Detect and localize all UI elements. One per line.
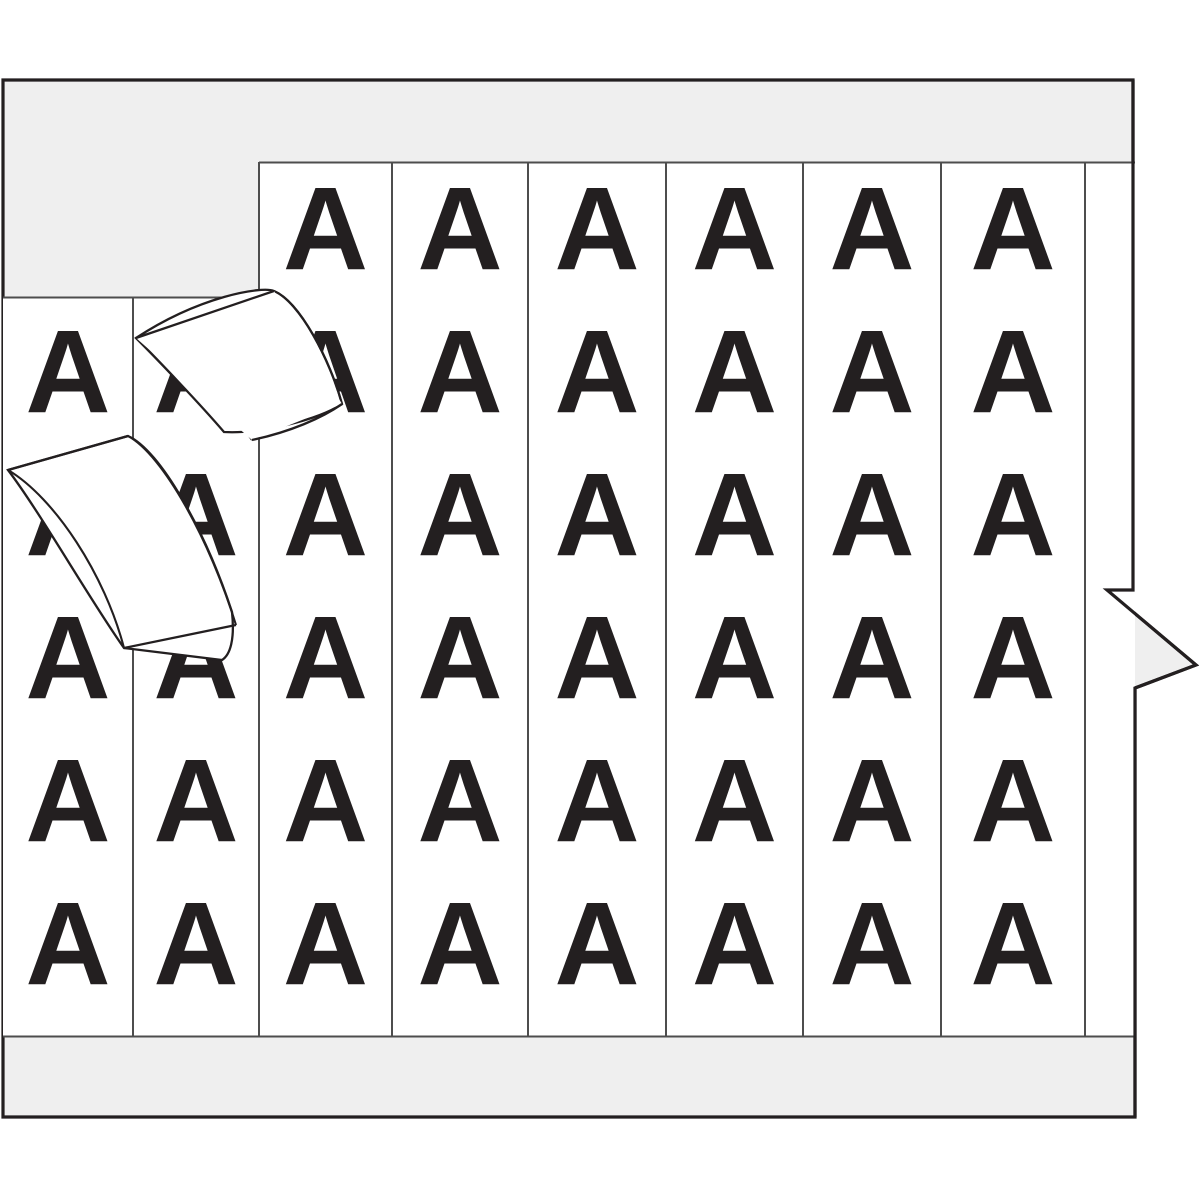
- label-letter: A: [829, 163, 914, 295]
- right-edge-notch-outline: [1102, 80, 1200, 1117]
- peeled-label-upper-right-edge: [273, 290, 344, 405]
- label-letter: A: [153, 878, 238, 1010]
- label-letter: A: [25, 592, 110, 724]
- label-letter: A: [417, 735, 502, 867]
- label-letter: A: [25, 878, 110, 1010]
- label-letter: A: [554, 735, 639, 867]
- label-field-right: [259, 162, 1085, 1037]
- label-letter: A: [692, 735, 777, 867]
- peeled-label-upper[interactable]: [134, 288, 344, 442]
- label-letter: A: [417, 878, 502, 1010]
- label-letter: A: [970, 163, 1055, 295]
- label-letter: A: [970, 306, 1055, 438]
- label-letter: A: [970, 735, 1055, 867]
- label-letter: A: [283, 592, 368, 724]
- label-letter: A: [283, 735, 368, 867]
- label-letter: A: [554, 163, 639, 295]
- peeled-label-lower-right-edge: [127, 435, 238, 626]
- label-letter: A: [417, 449, 502, 581]
- label-letter: A: [692, 449, 777, 581]
- right-edge-notch: [1102, 80, 1200, 1117]
- label-letter: A: [692, 592, 777, 724]
- label-letter: A: [829, 306, 914, 438]
- label-field-trailing-strip: [1085, 162, 1135, 1037]
- label-letter: A: [970, 592, 1055, 724]
- label-letter: A: [554, 592, 639, 724]
- peeled-label-lower-top-edge: [7, 434, 129, 472]
- peeled-label-upper-bottom-edge: [251, 403, 343, 442]
- label-letter: A: [283, 449, 368, 581]
- label-field: [3, 162, 1135, 1037]
- label-letter: A: [970, 878, 1055, 1010]
- label-letter: A: [25, 735, 110, 867]
- label-grid-lines: [3, 161, 1135, 1038]
- peeled-label-upper-fill: [136, 291, 342, 440]
- peeled-label-lower-curl-edge: [7, 469, 126, 649]
- label-letter: A: [417, 306, 502, 438]
- label-letter: A: [829, 592, 914, 724]
- label-letter: A: [554, 306, 639, 438]
- label-letter: A: [25, 306, 110, 438]
- peeled-label-lower[interactable]: [6, 434, 238, 662]
- label-letter: A: [970, 449, 1055, 581]
- peeled-label-lower-bottom-edge: [123, 623, 237, 650]
- label-letter: A: [417, 163, 502, 295]
- label-letter: A: [692, 163, 777, 295]
- label-letter: A: [829, 449, 914, 581]
- peeled-label-upper-top-edge: [135, 289, 275, 340]
- label-letter: A: [554, 878, 639, 1010]
- label-letter: A: [829, 735, 914, 867]
- label-letter: A: [554, 449, 639, 581]
- label-letter: A: [283, 163, 368, 295]
- label-letter: A: [692, 878, 777, 1010]
- label-letter: A: [283, 878, 368, 1010]
- label-letter: A: [692, 306, 777, 438]
- label-letter: A: [153, 735, 238, 867]
- label-letter: A: [417, 592, 502, 724]
- label-letter: A: [829, 878, 914, 1010]
